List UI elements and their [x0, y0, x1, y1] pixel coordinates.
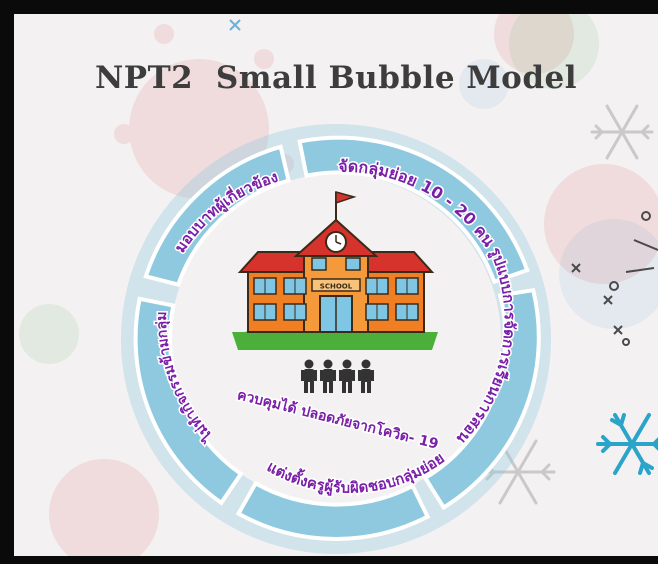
school-sign-text: SCHOOL	[320, 283, 353, 291]
segment-teaching-format	[422, 287, 541, 511]
background-decoration	[19, 14, 658, 556]
school-icon	[232, 191, 438, 350]
segment-no-cross-activities	[133, 296, 244, 506]
segment-assign-stakeholders	[143, 144, 291, 287]
center-caption: ควบคุมได้ ปลอดภัยจากโควิด- 19	[236, 385, 441, 452]
bubble-model-diagram: จัดกลุ่มย่อย 10 - 20 คน รูปแบบการจัดการเ…	[121, 124, 551, 554]
page-title: NPT2 Small Bubble Model	[94, 60, 578, 96]
people-icon	[301, 359, 374, 393]
segment-small-groups	[297, 135, 530, 285]
segment-assign-teachers	[235, 480, 431, 541]
